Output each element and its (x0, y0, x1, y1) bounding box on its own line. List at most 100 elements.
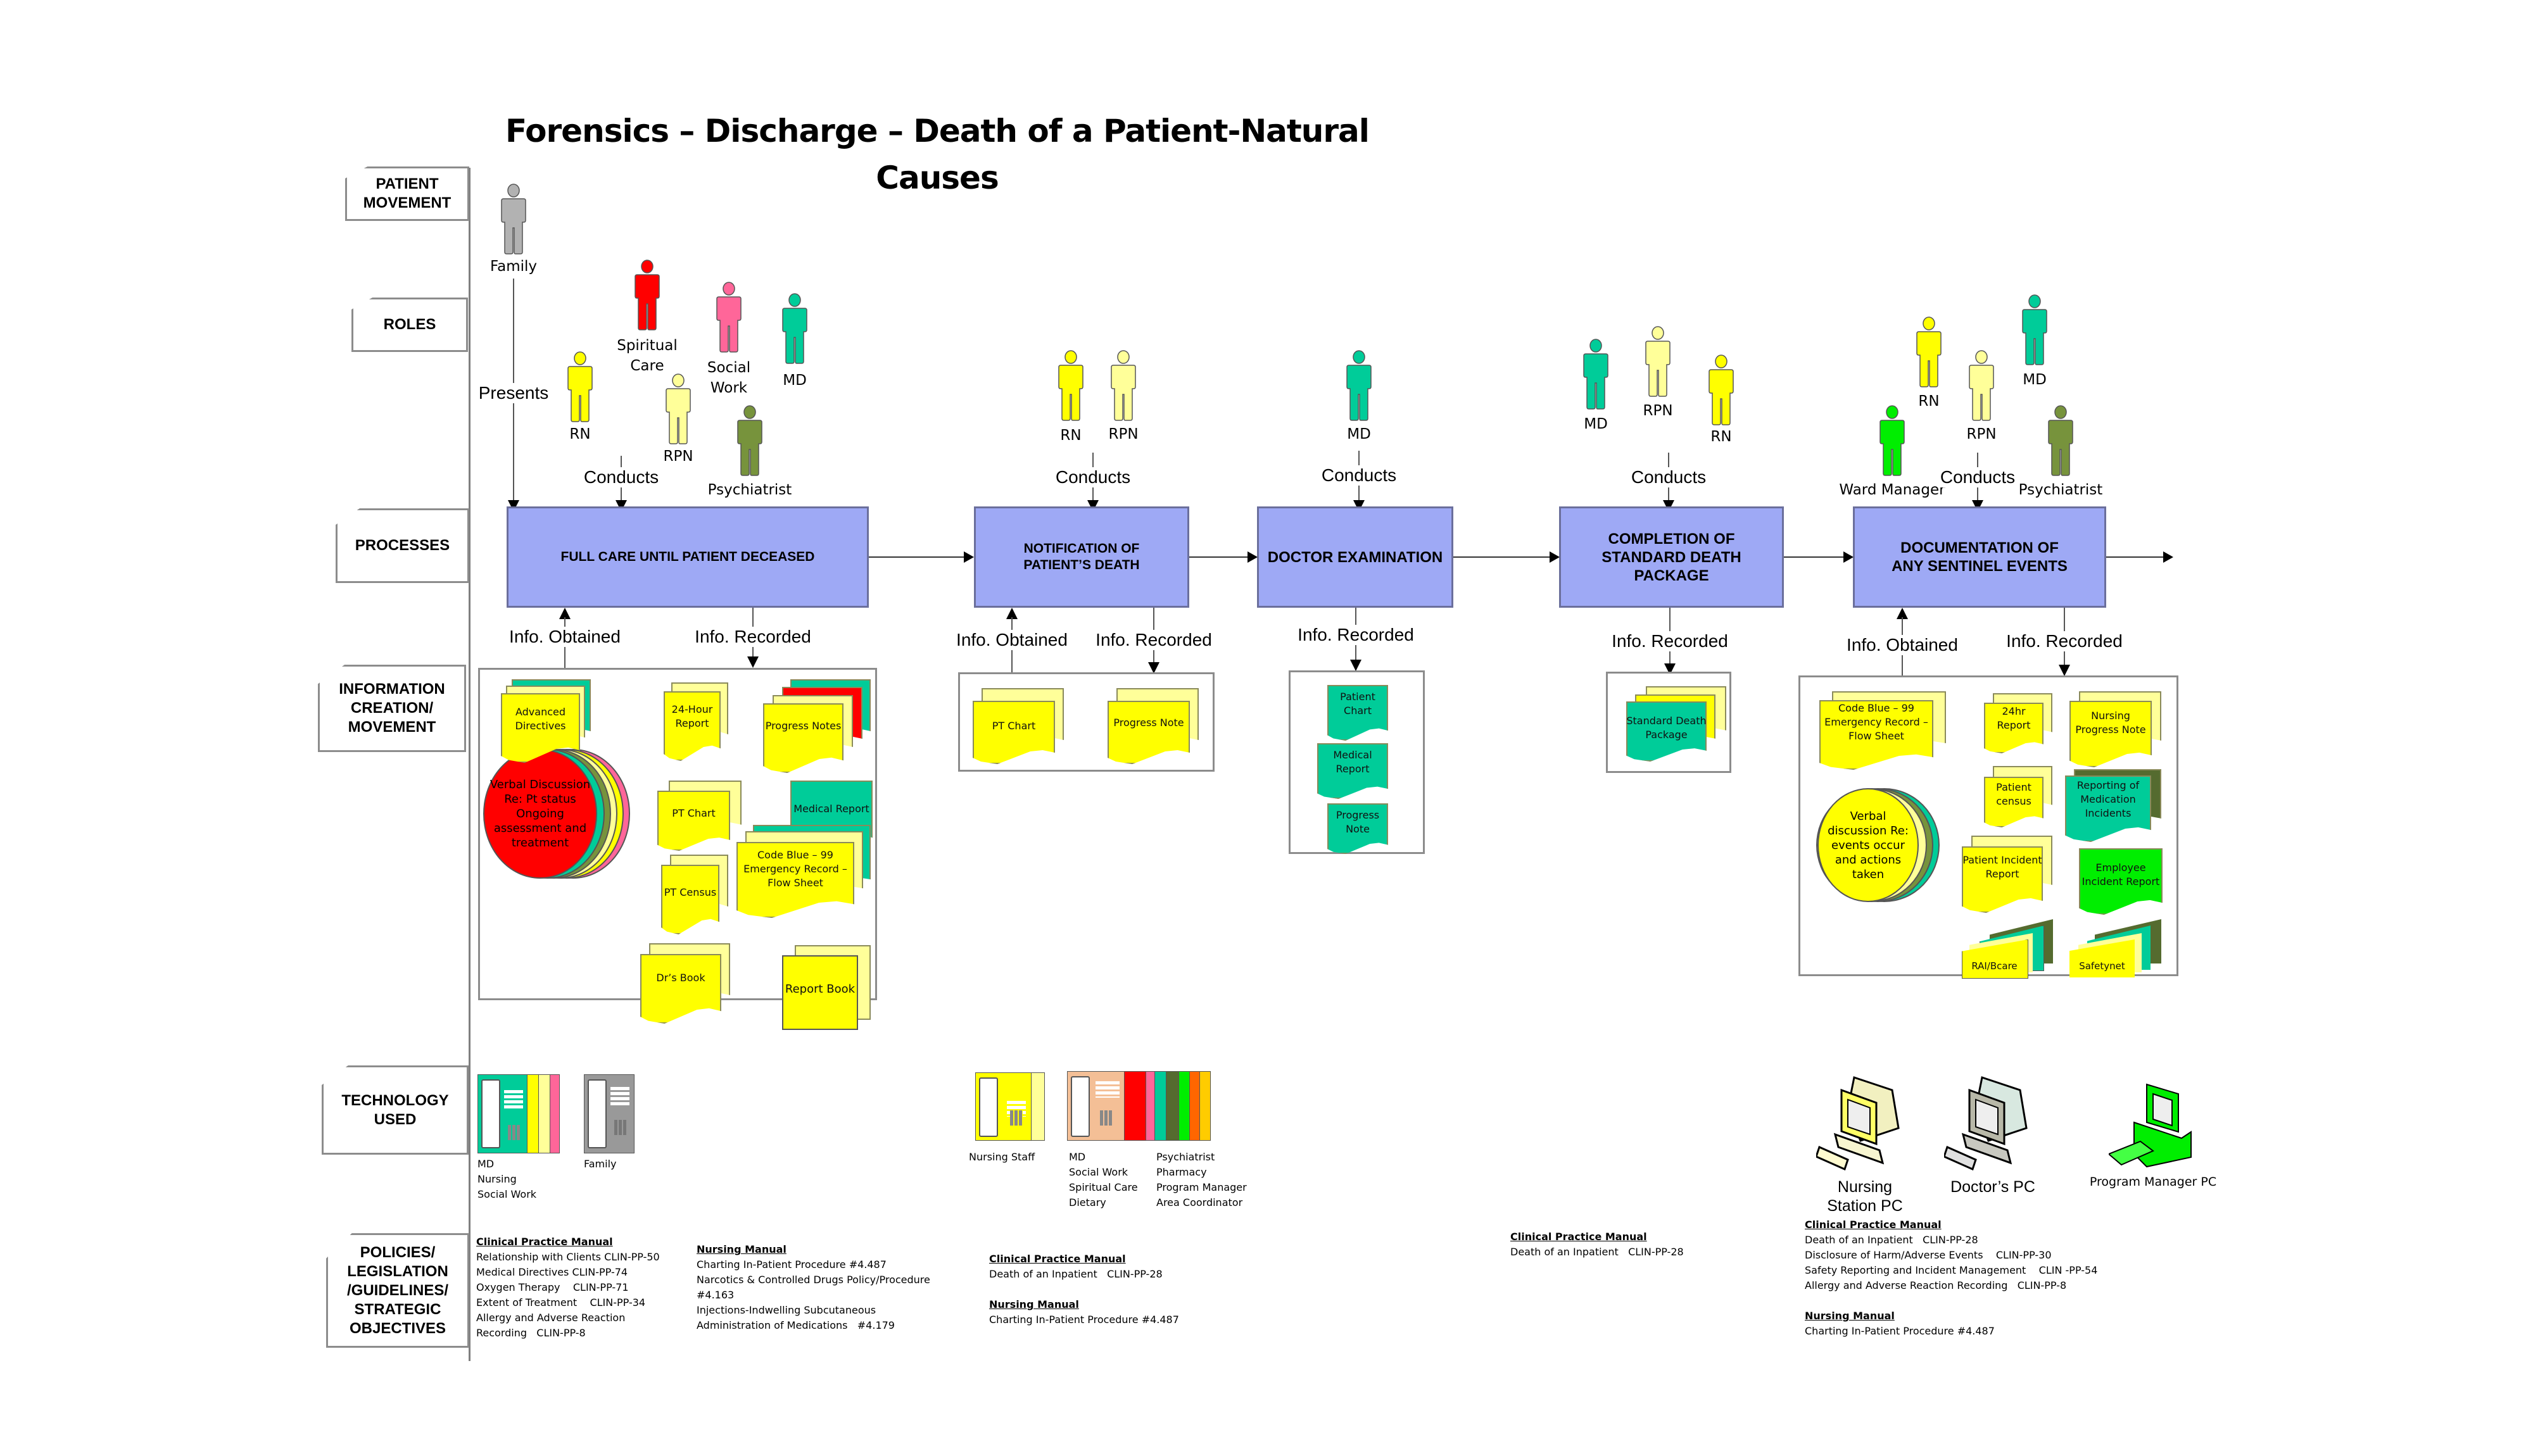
process-notification[interactable]: NOTIFICATION OF PATIENT’S DEATH (974, 506, 1189, 608)
info-box-sentinel-events: Verbal discussion Re: events occur and a… (1798, 675, 2178, 979)
doc-code-blue[interactable]: Code Blue – 99 Emergency Record – Flow S… (1819, 691, 1946, 770)
policy-lines: Relationship with Clients CLIN-PP-50 Med… (476, 1251, 660, 1339)
md-person-icon (2018, 294, 2051, 365)
doc-label: Nursing Progress Note (2075, 710, 2146, 736)
process-sentinel-events[interactable]: DOCUMENTATION OF ANY SENTINEL EVENTS (1853, 506, 2106, 608)
doc-code-blue[interactable]: Code Blue – 99 Emergency Record – Flow S… (736, 825, 873, 920)
policy-col-1: Clinical Practice Manual Relationship wi… (476, 1234, 660, 1341)
policy-heading[interactable]: Nursing Manual (697, 1243, 786, 1255)
phone4-users-b: Psychiatrist Pharmacy Program Manager Ar… (1156, 1151, 1247, 1208)
role-label-md: MD (783, 372, 807, 389)
info-box-doctor-exam: Patient Chart Medical Report Progress No… (1289, 670, 1425, 854)
pc2-label: Doctor’s PC (1950, 1178, 2035, 1196)
process-doctor-examination[interactable]: DOCTOR EXAMINATION (1257, 506, 1453, 608)
doc-patient-chart[interactable]: Patient Chart (1327, 685, 1391, 742)
doc-label: Progress Notes (765, 720, 842, 732)
policy-heading[interactable]: Clinical Practice Manual (476, 1236, 613, 1248)
policy-heading[interactable]: Clinical Practice Manual (1805, 1219, 1942, 1231)
process-label: DOCTOR EXAMINATION (1267, 548, 1443, 566)
psychiatrist-person-icon (733, 405, 766, 476)
process-label: DOCUMENTATION OF ANY SENTINEL EVENTS (1892, 539, 2068, 575)
lane-label-text: PATIENT MOVEMENT (363, 175, 452, 211)
doc-label: Medical Report (793, 803, 869, 815)
rpn-person-icon (662, 373, 695, 444)
desk-phone-icon (1067, 1071, 1211, 1142)
doc-patient-census[interactable]: Patient census (1984, 766, 2054, 829)
arrow-right-icon (2163, 551, 2173, 563)
conducts-label: Conducts (1629, 467, 1708, 487)
doc-standard-death-package[interactable]: Standard Death Package (1617, 686, 1726, 769)
policy-col-5: Clinical Practice Manual Death of an Inp… (1805, 1217, 2097, 1339)
verbal-discussion-text: Verbal Discussion Re: Pt status Ongoing … (490, 778, 591, 850)
diagram-title: Forensics – Discharge – Death of a Patie… (494, 108, 1380, 201)
nursing-station-pc-icon (1816, 1076, 1900, 1171)
policy-lines: Charting In-Patient Procedure #4.487 Nar… (697, 1258, 930, 1331)
doc-medical-report[interactable]: Medical Report (1317, 743, 1390, 800)
md-person-icon (1342, 350, 1375, 421)
doc-label: PT Chart (992, 720, 1036, 732)
info-obtained-label: Info. Obtained (955, 630, 1069, 650)
doc-advanced-directives[interactable]: Advanced Directives (501, 679, 602, 768)
info-obtained-label: Info. Obtained (508, 627, 622, 647)
family-person-icon (497, 184, 530, 254)
lane-label-text: POLICIES/ LEGISLATION /GUIDELINES/ STRAT… (346, 1243, 449, 1337)
phone2-users: Family (584, 1158, 617, 1170)
doc-report-book[interactable]: Report Book (782, 945, 874, 1031)
arrow-up-icon (559, 608, 571, 619)
doc-label: Dr’s Book (656, 971, 705, 984)
lane-label-text: PROCESSES (355, 537, 450, 554)
policy-col-2: Nursing Manual Charting In-Patient Proce… (697, 1242, 930, 1333)
process-label: COMPLETION OF STANDARD DEATH PACKAGE (1601, 530, 1741, 584)
doc-24-hour-report[interactable]: 24-Hour Report (664, 682, 733, 765)
role-label-md: MD (2023, 372, 2047, 388)
lane-divider (469, 168, 471, 1361)
doc-progress-notes[interactable]: Progress Notes (763, 679, 871, 773)
policy-heading[interactable]: Clinical Practice Manual (1510, 1231, 1647, 1243)
info-recorded-label: Info. Recorded (2005, 631, 2124, 651)
rn-person-icon (1054, 350, 1087, 421)
doc-safetynet[interactable]: Safetynet (2069, 919, 2164, 977)
flow-connector (1189, 556, 1248, 558)
arrow-down-icon (1350, 660, 1361, 671)
arrow-down-icon (1148, 662, 1159, 674)
policy-heading[interactable]: Nursing Manual (989, 1298, 1079, 1310)
verbal-discussion-text: Verbal discussion Re: events occur and a… (1828, 809, 1909, 881)
doc-progress-note[interactable]: Progress Note (1108, 688, 1199, 764)
doc-pt-census[interactable]: PT Census (661, 855, 731, 937)
policy-heading[interactable]: Nursing Manual (1805, 1310, 1895, 1322)
doc-employee-incident-report[interactable]: Employee Incident Report (2079, 848, 2164, 918)
pc1-label: Nursing Station PC (1827, 1178, 1903, 1215)
info-box-full-care: Verbal Discussion Re: Pt status Ongoing … (478, 668, 877, 1030)
doc-label: RAI/Bcare (1971, 960, 2018, 972)
process-full-care[interactable]: FULL CARE UNTIL PATIENT DECEASED (507, 506, 869, 608)
arrow-right-icon (1550, 551, 1560, 563)
policy-heading[interactable]: Clinical Practice Manual (989, 1253, 1126, 1265)
rn-person-icon (1705, 355, 1738, 425)
doc-nursing-progress-note[interactable]: Nursing Progress Note (2069, 691, 2163, 770)
doc-24hr-report[interactable]: 24hr Report (1984, 693, 2054, 756)
pc3-label: Program Manager PC (2089, 1175, 2217, 1189)
rpn-person-icon (1641, 326, 1674, 397)
process-death-package[interactable]: COMPLETION OF STANDARD DEATH PACKAGE (1559, 506, 1784, 608)
doc-patient-incident-report[interactable]: Patient Incident Report (1962, 836, 2054, 915)
doc-label: Advanced Directives (515, 706, 566, 732)
info-recorded-label: Info. Recorded (1610, 631, 1729, 651)
doc-label: Progress Note (1336, 809, 1380, 835)
doc-drs-book[interactable]: Dr’s Book (640, 943, 732, 1026)
doc-rai-bcare[interactable]: RAI/Bcare (1962, 919, 2054, 979)
doc-label: Progress Note (1113, 717, 1184, 729)
info-obtained-label: Info. Obtained (1845, 635, 1959, 655)
doc-pt-chart[interactable]: PT Chart (657, 781, 743, 853)
role-label-psychiatrist: Psychiatrist (707, 482, 792, 498)
verbal-discussion-disc[interactable] (1817, 788, 1919, 902)
process-label: NOTIFICATION OF PATIENT’S DEATH (1023, 541, 1140, 572)
conducts-label: Conducts (582, 467, 660, 487)
doc-medication-incidents[interactable]: Reporting of Medication Incidents (2065, 769, 2163, 842)
policy-col-4: Clinical Practice Manual Death of an Inp… (1510, 1229, 1684, 1260)
doctors-pc-icon (1944, 1076, 2028, 1171)
doc-pt-chart[interactable]: PT Chart (973, 688, 1064, 764)
doc-progress-note[interactable]: Progress Note (1327, 803, 1391, 860)
doc-label: Reporting of Medication Incidents (2076, 779, 2140, 819)
info-recorded-label: Info. Recorded (1094, 630, 1213, 650)
arrow-up-icon (1897, 608, 1908, 619)
